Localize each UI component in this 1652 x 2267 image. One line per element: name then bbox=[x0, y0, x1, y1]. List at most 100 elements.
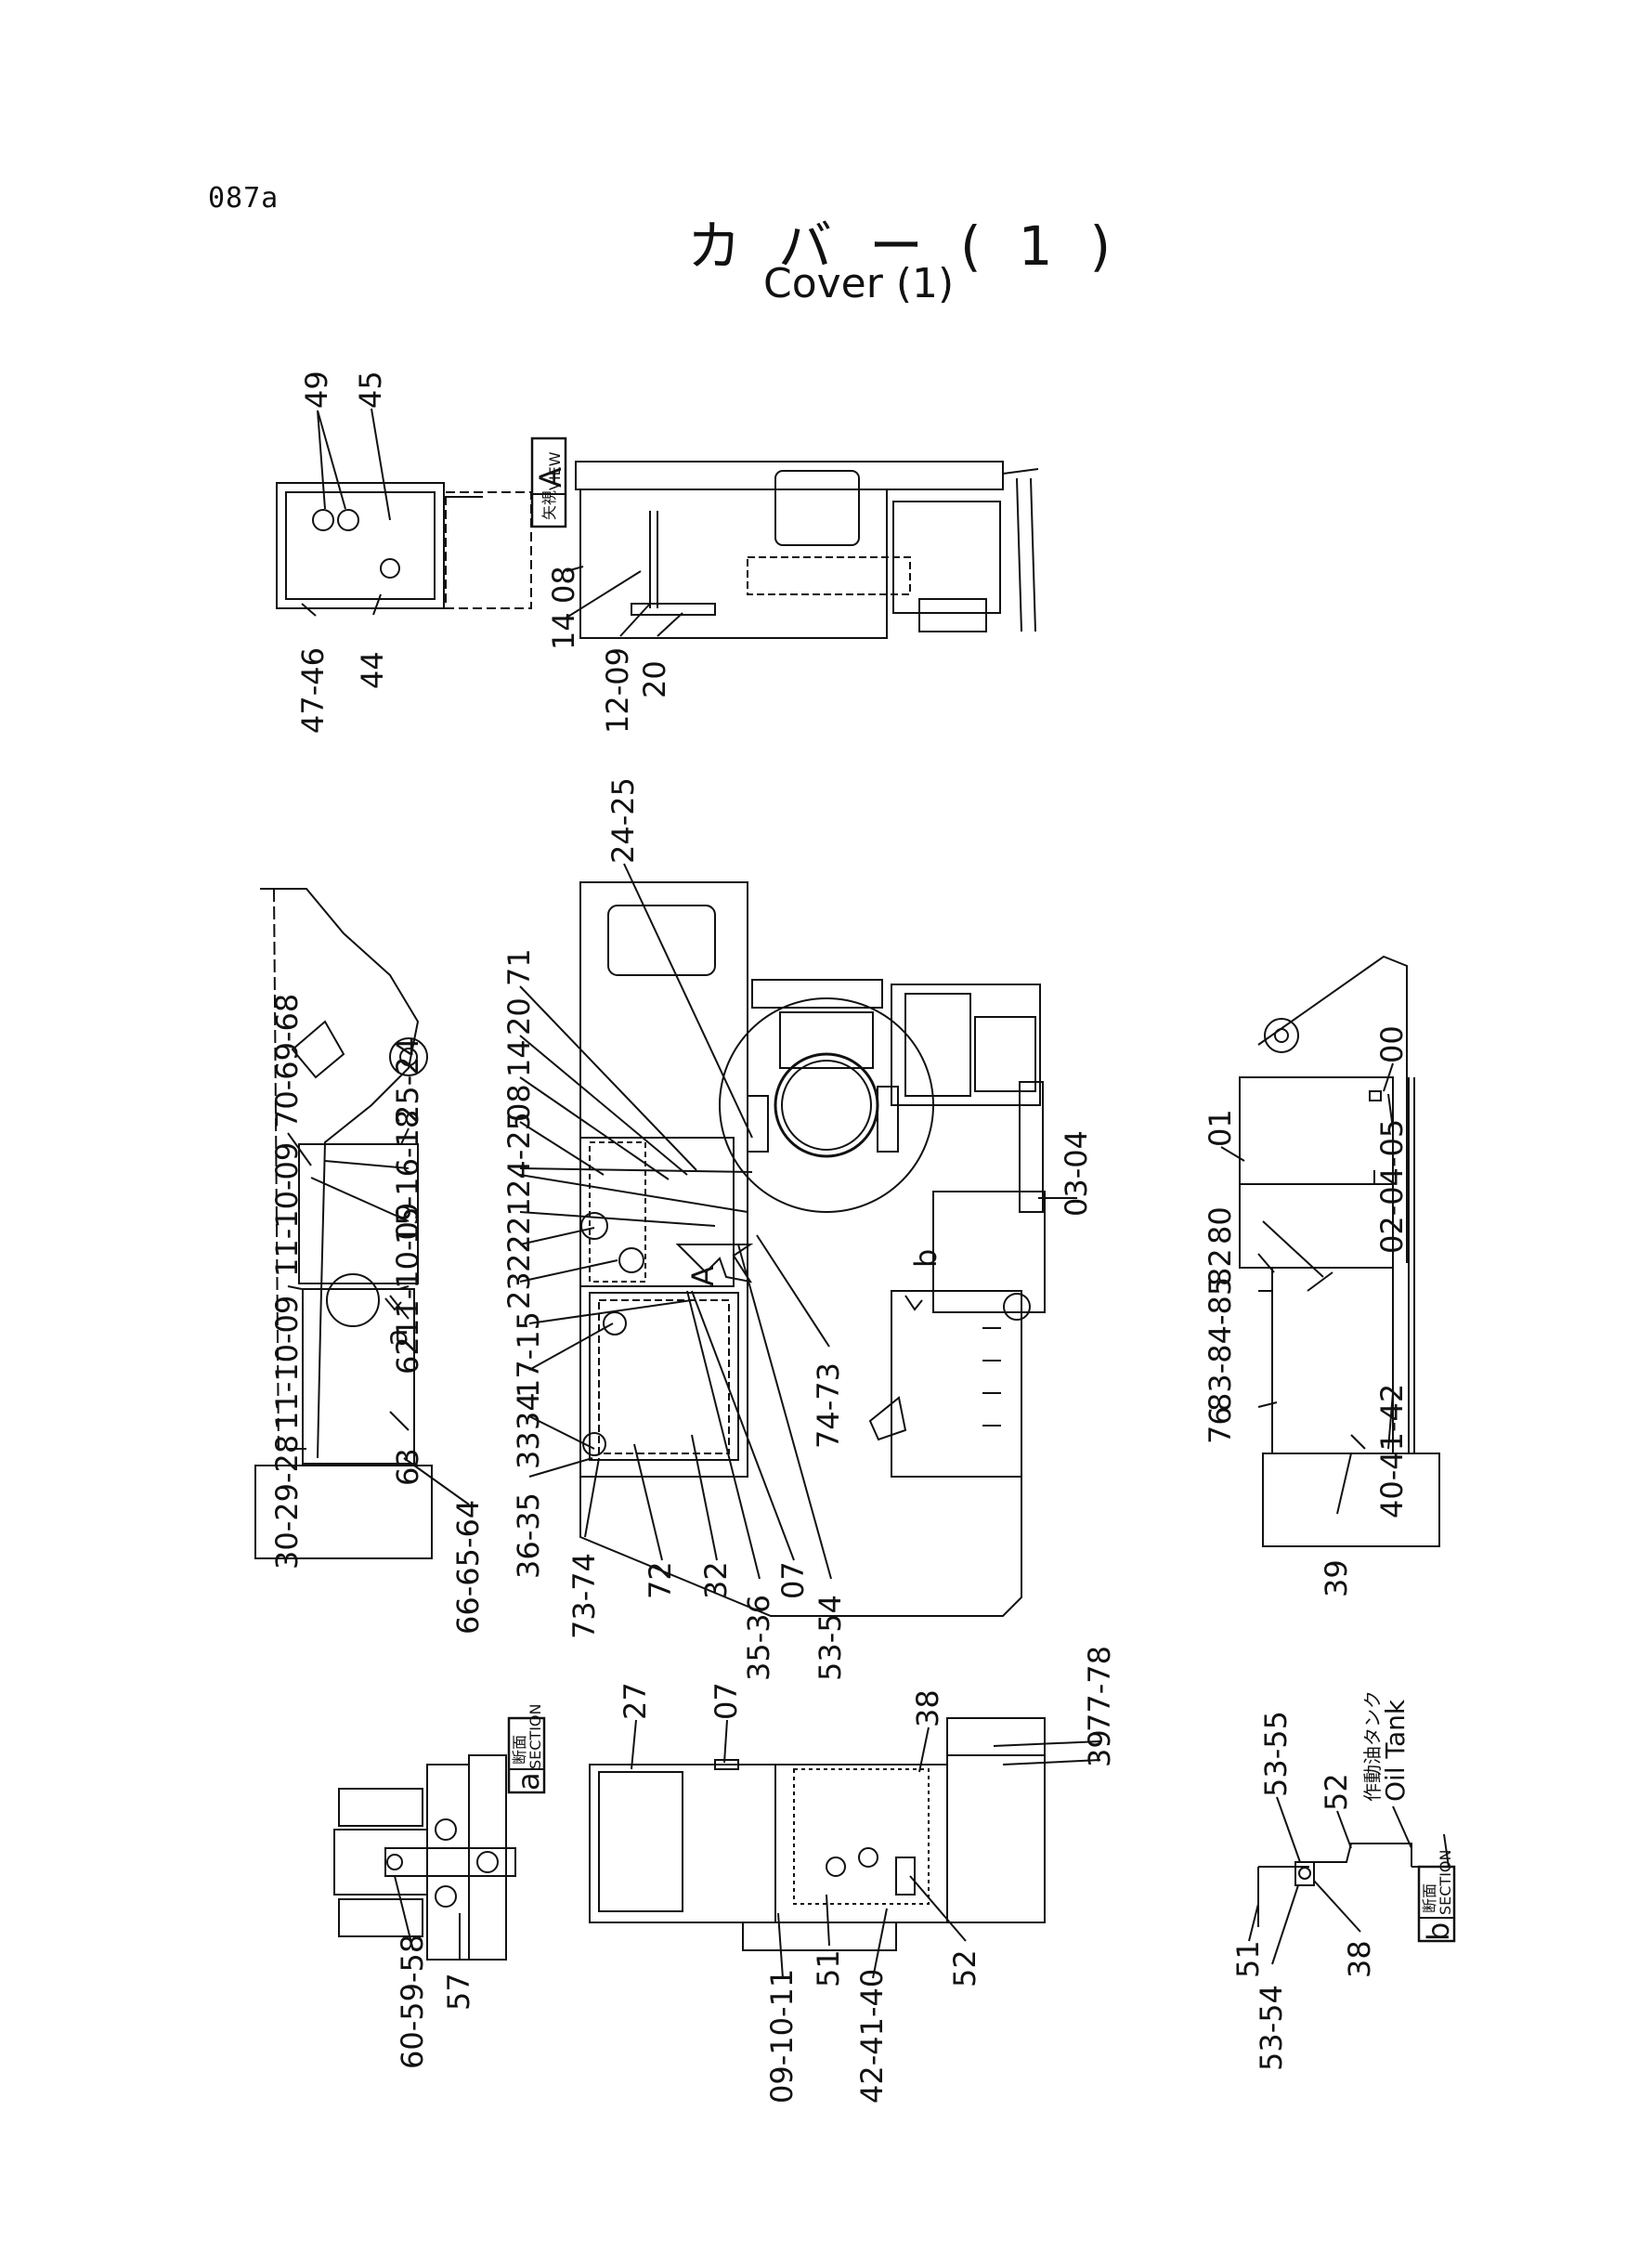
label-07a: 07 bbox=[775, 1561, 811, 1599]
arrow-a-letter: A bbox=[685, 1266, 721, 1286]
leader-76 bbox=[1257, 1401, 1278, 1408]
leader-51b bbox=[1248, 1903, 1259, 1942]
oil-tank-en: Oil Tank bbox=[1380, 1699, 1411, 1802]
section-b-drawing bbox=[1248, 1796, 1456, 1965]
label-38b: 38 bbox=[1342, 1940, 1377, 1978]
label-27: 27 bbox=[618, 1682, 653, 1720]
label-01: 01 bbox=[1203, 1109, 1238, 1147]
leader-53-54a bbox=[737, 1244, 832, 1580]
leader-62 bbox=[389, 1295, 410, 1320]
frame-lower-outline bbox=[579, 1477, 1022, 1617]
leader-35-36 bbox=[686, 1290, 761, 1580]
leader-74-73 bbox=[756, 1234, 830, 1348]
label-02-04-05: 02-04-05 bbox=[1374, 1119, 1410, 1254]
label-20a: 20 bbox=[637, 660, 672, 698]
label-21: 21 bbox=[501, 1197, 537, 1235]
view-a-main-body bbox=[579, 489, 888, 639]
cover-panel-lower-dashed bbox=[598, 1299, 730, 1454]
section-a-plate-bottom bbox=[338, 1898, 423, 1937]
label-08b: 08 bbox=[501, 1084, 537, 1122]
right-lower-feature bbox=[868, 1396, 907, 1441]
swing-circle-ring-inner bbox=[781, 1060, 872, 1151]
lower-hole-2 bbox=[858, 1847, 878, 1868]
lower-center-hatched bbox=[793, 1768, 930, 1905]
label-53-54b: 53-54 bbox=[1254, 1985, 1289, 2071]
boom-bracket-top bbox=[751, 979, 883, 1009]
view-a-right-lower bbox=[918, 598, 987, 632]
label-11-10-09a: 11-10-09 bbox=[269, 1142, 305, 1277]
view-a-letter: A bbox=[533, 467, 568, 488]
leader-20a bbox=[657, 612, 683, 637]
leader-39a bbox=[1336, 1453, 1352, 1515]
leader-27 bbox=[631, 1719, 637, 1770]
section-a-drawing bbox=[333, 1716, 546, 1961]
right-frame-inner bbox=[904, 993, 971, 1097]
boom-cutout bbox=[291, 1020, 345, 1079]
side-bracket-1 bbox=[1307, 1271, 1333, 1292]
side-bolt bbox=[1369, 1090, 1382, 1101]
leader-33 bbox=[528, 1415, 595, 1450]
leader-07a bbox=[691, 1290, 795, 1561]
marker-a: a bbox=[379, 1328, 414, 1347]
boom-bracket bbox=[779, 1011, 874, 1069]
leader-44 bbox=[372, 593, 382, 616]
label-34: 34 bbox=[511, 1392, 546, 1430]
left-cover-upper bbox=[298, 1143, 419, 1284]
leader-80 bbox=[1262, 1220, 1324, 1278]
label-49: 49 bbox=[299, 371, 334, 409]
section-b-bolt-head bbox=[1298, 1867, 1311, 1880]
section-a-plate-top bbox=[338, 1788, 423, 1827]
lower-right-top bbox=[946, 1717, 1046, 1755]
right-side-rail bbox=[1019, 1081, 1044, 1213]
leader-71 bbox=[519, 985, 697, 1171]
view-a-top-plate bbox=[575, 461, 1004, 490]
frame-left-column bbox=[579, 881, 748, 1478]
leader-12-09 bbox=[619, 603, 651, 637]
label-73-74: 73-74 bbox=[566, 1553, 602, 1639]
lower-latch bbox=[895, 1857, 916, 1896]
leader-24-25a bbox=[623, 863, 753, 1139]
label-42-41-40: 42-41-40 bbox=[854, 1969, 890, 2104]
label-62: 62 bbox=[390, 1336, 425, 1375]
side-counterweight bbox=[1262, 1453, 1440, 1547]
label-15-16-18: 15-16-18 bbox=[390, 1110, 425, 1244]
label-03-04: 03-04 bbox=[1059, 1130, 1094, 1217]
section-a-frame-left bbox=[426, 1764, 470, 1961]
label-17-15: 17-15 bbox=[511, 1311, 546, 1398]
view-a-dashed-panel bbox=[445, 491, 532, 609]
cover-panel-upper bbox=[579, 1137, 735, 1287]
section-a-tag-box bbox=[507, 1716, 546, 1794]
label-44: 44 bbox=[355, 651, 390, 689]
leader-66-65-64 bbox=[403, 1457, 470, 1505]
leader-82 bbox=[1257, 1253, 1275, 1273]
leader-20b bbox=[519, 1035, 688, 1176]
view-a-hole-1 bbox=[312, 509, 334, 531]
leader-08a bbox=[566, 566, 584, 572]
label-11-10-09b: 11-10-09 bbox=[390, 1203, 425, 1337]
panel-bolt-3 bbox=[603, 1311, 627, 1335]
label-70-69-68: 70-69-68 bbox=[269, 994, 305, 1128]
oil-tank-box bbox=[932, 1191, 1046, 1313]
leader-45 bbox=[371, 408, 391, 521]
right-frame-upper bbox=[891, 984, 1041, 1106]
label-20b: 20 bbox=[501, 997, 537, 1036]
label-30-29-28: 30-29-28 bbox=[269, 1435, 305, 1570]
boom-pin-inner bbox=[399, 1048, 418, 1066]
lower-base-plate bbox=[742, 1922, 897, 1951]
label-71: 71 bbox=[501, 948, 537, 986]
leader-01 bbox=[1220, 1146, 1245, 1162]
view-a-right-box bbox=[892, 501, 1001, 614]
leader-49-b bbox=[317, 410, 346, 510]
leader-14b bbox=[519, 1076, 670, 1180]
leader-47-46 bbox=[301, 603, 317, 617]
marker-b: b bbox=[908, 1249, 943, 1268]
label-53-55: 53-55 bbox=[1258, 1711, 1294, 1797]
label-45: 45 bbox=[353, 371, 388, 409]
label-23: 23 bbox=[501, 1271, 537, 1309]
label-38a: 38 bbox=[910, 1689, 945, 1727]
label-51b: 51 bbox=[1230, 1940, 1266, 1978]
label-47-46: 47-46 bbox=[295, 647, 331, 734]
leader-52b bbox=[1336, 1810, 1352, 1849]
label-07b: 07 bbox=[709, 1682, 744, 1720]
